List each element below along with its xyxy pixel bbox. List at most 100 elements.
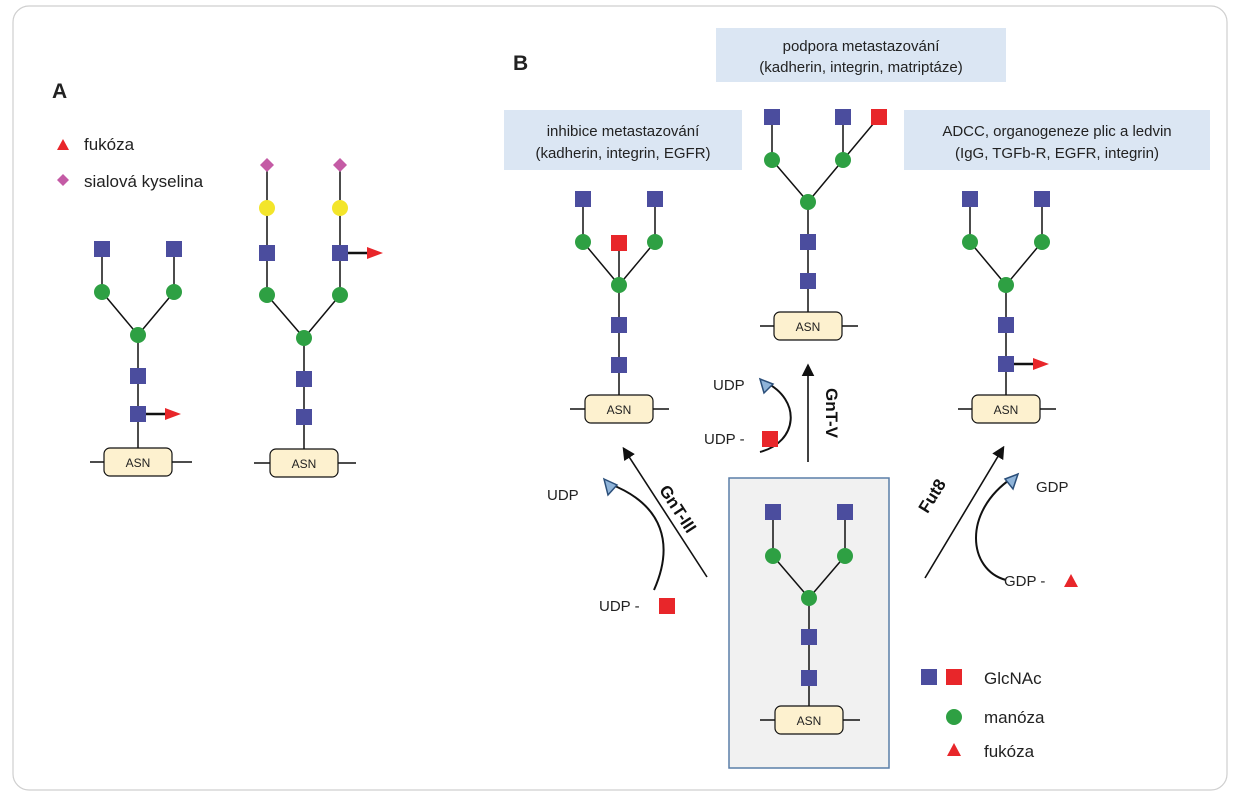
sialic-acid-icon: [260, 158, 274, 172]
glcnac-icon: [611, 357, 627, 373]
asn-box: [269, 448, 339, 478]
asn-label: ASN: [292, 457, 317, 471]
info-box-left-line2: (kadherin, integrin, EGFR): [535, 145, 710, 162]
info-box-top-line1: podpora metastazování: [783, 38, 941, 55]
glcnac-icon: [765, 504, 781, 520]
panel-a-label: A: [52, 80, 67, 103]
legend-mannose-text: manóza: [984, 708, 1045, 727]
glcnac-icon: [296, 409, 312, 425]
glcnac-donor-icon: [762, 431, 778, 447]
legend-glcnac-text: GlcNAc: [984, 669, 1042, 688]
glcnac-icon: [764, 109, 780, 125]
glcnac-icon: [801, 629, 817, 645]
udp-in-mid: UDP -: [704, 431, 745, 448]
glcnac-icon: [296, 371, 312, 387]
asn-box: [773, 311, 843, 341]
glcnac-icon: [611, 317, 627, 333]
glcnac-donor-icon: [659, 598, 675, 614]
asn-box: [584, 394, 654, 424]
mannose-legend-icon: [946, 709, 962, 725]
glcnac-icon: [259, 245, 275, 261]
branching-glcnac-icon: [871, 109, 887, 125]
donor-curve-gnt5: [759, 381, 792, 453]
mannose-icon: [94, 284, 110, 300]
glcnac-icon: [1034, 191, 1050, 207]
glcnac-icon: [835, 109, 851, 125]
asn-box: [774, 705, 844, 735]
legend-sialic-text: sialová kyselina: [84, 172, 204, 191]
udp-in-left: UDP -: [599, 598, 640, 615]
asn-label: ASN: [796, 320, 821, 334]
legend-fucose-text: fukóza: [84, 135, 135, 154]
bisecting-glcnac-icon: [611, 235, 627, 251]
reaction-arrow-gnt3: [622, 446, 708, 578]
mannose-icon: [962, 234, 978, 250]
glcnac-icon: [800, 273, 816, 289]
glcnac-icon: [94, 241, 110, 257]
fucose-icon: [165, 408, 181, 420]
glcnac-icon: [998, 356, 1014, 372]
glycan-a2: [254, 165, 368, 464]
mannose-icon: [801, 590, 817, 606]
mannose-icon: [575, 234, 591, 250]
info-box-right-line1: ADCC, organogeneze plic a ledvin: [942, 123, 1171, 140]
info-box-right: [904, 110, 1210, 170]
mannose-icon: [296, 330, 312, 346]
glcnac-icon: [998, 317, 1014, 333]
asn-label: ASN: [797, 714, 822, 728]
gdp-out: GDP: [1036, 479, 1069, 496]
glcnac-icon: [801, 670, 817, 686]
udp-out-left: UDP: [547, 487, 579, 504]
mannose-icon: [166, 284, 182, 300]
info-box-left-line1: inhibice metastazování: [547, 123, 700, 140]
fucose-icon: [367, 247, 383, 259]
gdp-in: GDP -: [1004, 573, 1045, 590]
glcnac-legend-blue-icon: [921, 669, 937, 685]
glcnac-icon: [130, 406, 146, 422]
mannose-icon: [998, 277, 1014, 293]
glcnac-icon: [575, 191, 591, 207]
reaction-arrow-fut8: [924, 445, 1005, 579]
asn-label: ASN: [607, 403, 632, 417]
mannose-icon: [837, 548, 853, 564]
asn-label: ASN: [994, 403, 1019, 417]
udp-release-arrowhead: [602, 477, 619, 497]
mannose-icon: [611, 277, 627, 293]
glcnac-icon: [130, 368, 146, 384]
info-box-top: [716, 28, 1006, 82]
mannose-icon: [332, 287, 348, 303]
mannose-icon: [764, 152, 780, 168]
sialic-acid-legend-icon: [57, 174, 69, 186]
panel-b-label: B: [513, 52, 528, 75]
asn-box: [103, 447, 173, 477]
glcnac-icon: [166, 241, 182, 257]
udp-out-mid: UDP: [713, 377, 745, 394]
mannose-icon: [259, 287, 275, 303]
fucose-legend-icon: [947, 743, 961, 756]
glcnac-icon: [332, 245, 348, 261]
donor-curve-gnt3: [609, 483, 665, 591]
asn-box: [971, 394, 1041, 424]
enzyme-gnt5-label: GnT-V: [822, 388, 841, 439]
mannose-icon: [647, 234, 663, 250]
info-box-right-line2: (IgG, TGFb-R, EGFR, integrin): [955, 145, 1159, 162]
mannose-icon: [130, 327, 146, 343]
mannose-icon: [800, 194, 816, 210]
glcnac-icon: [962, 191, 978, 207]
legend-fucose-b-text: fukóza: [984, 742, 1035, 761]
fucose-legend-icon: [57, 139, 69, 150]
info-box-left: [504, 110, 742, 170]
galactose-icon: [332, 200, 348, 216]
glcnac-legend-red-icon: [946, 669, 962, 685]
glcnac-icon: [800, 234, 816, 250]
mannose-icon: [835, 152, 851, 168]
mannose-icon: [765, 548, 781, 564]
sialic-acid-icon: [333, 158, 347, 172]
fucose-icon: [1033, 358, 1049, 370]
panel-a: A fukóza sialová kyselina ASN: [52, 80, 383, 478]
glcnac-icon: [647, 191, 663, 207]
gdp-release-arrowhead: [1003, 472, 1020, 491]
info-box-top-line2: (kadherin, integrin, matriptáze): [759, 59, 962, 76]
asn-label: ASN: [126, 456, 151, 470]
